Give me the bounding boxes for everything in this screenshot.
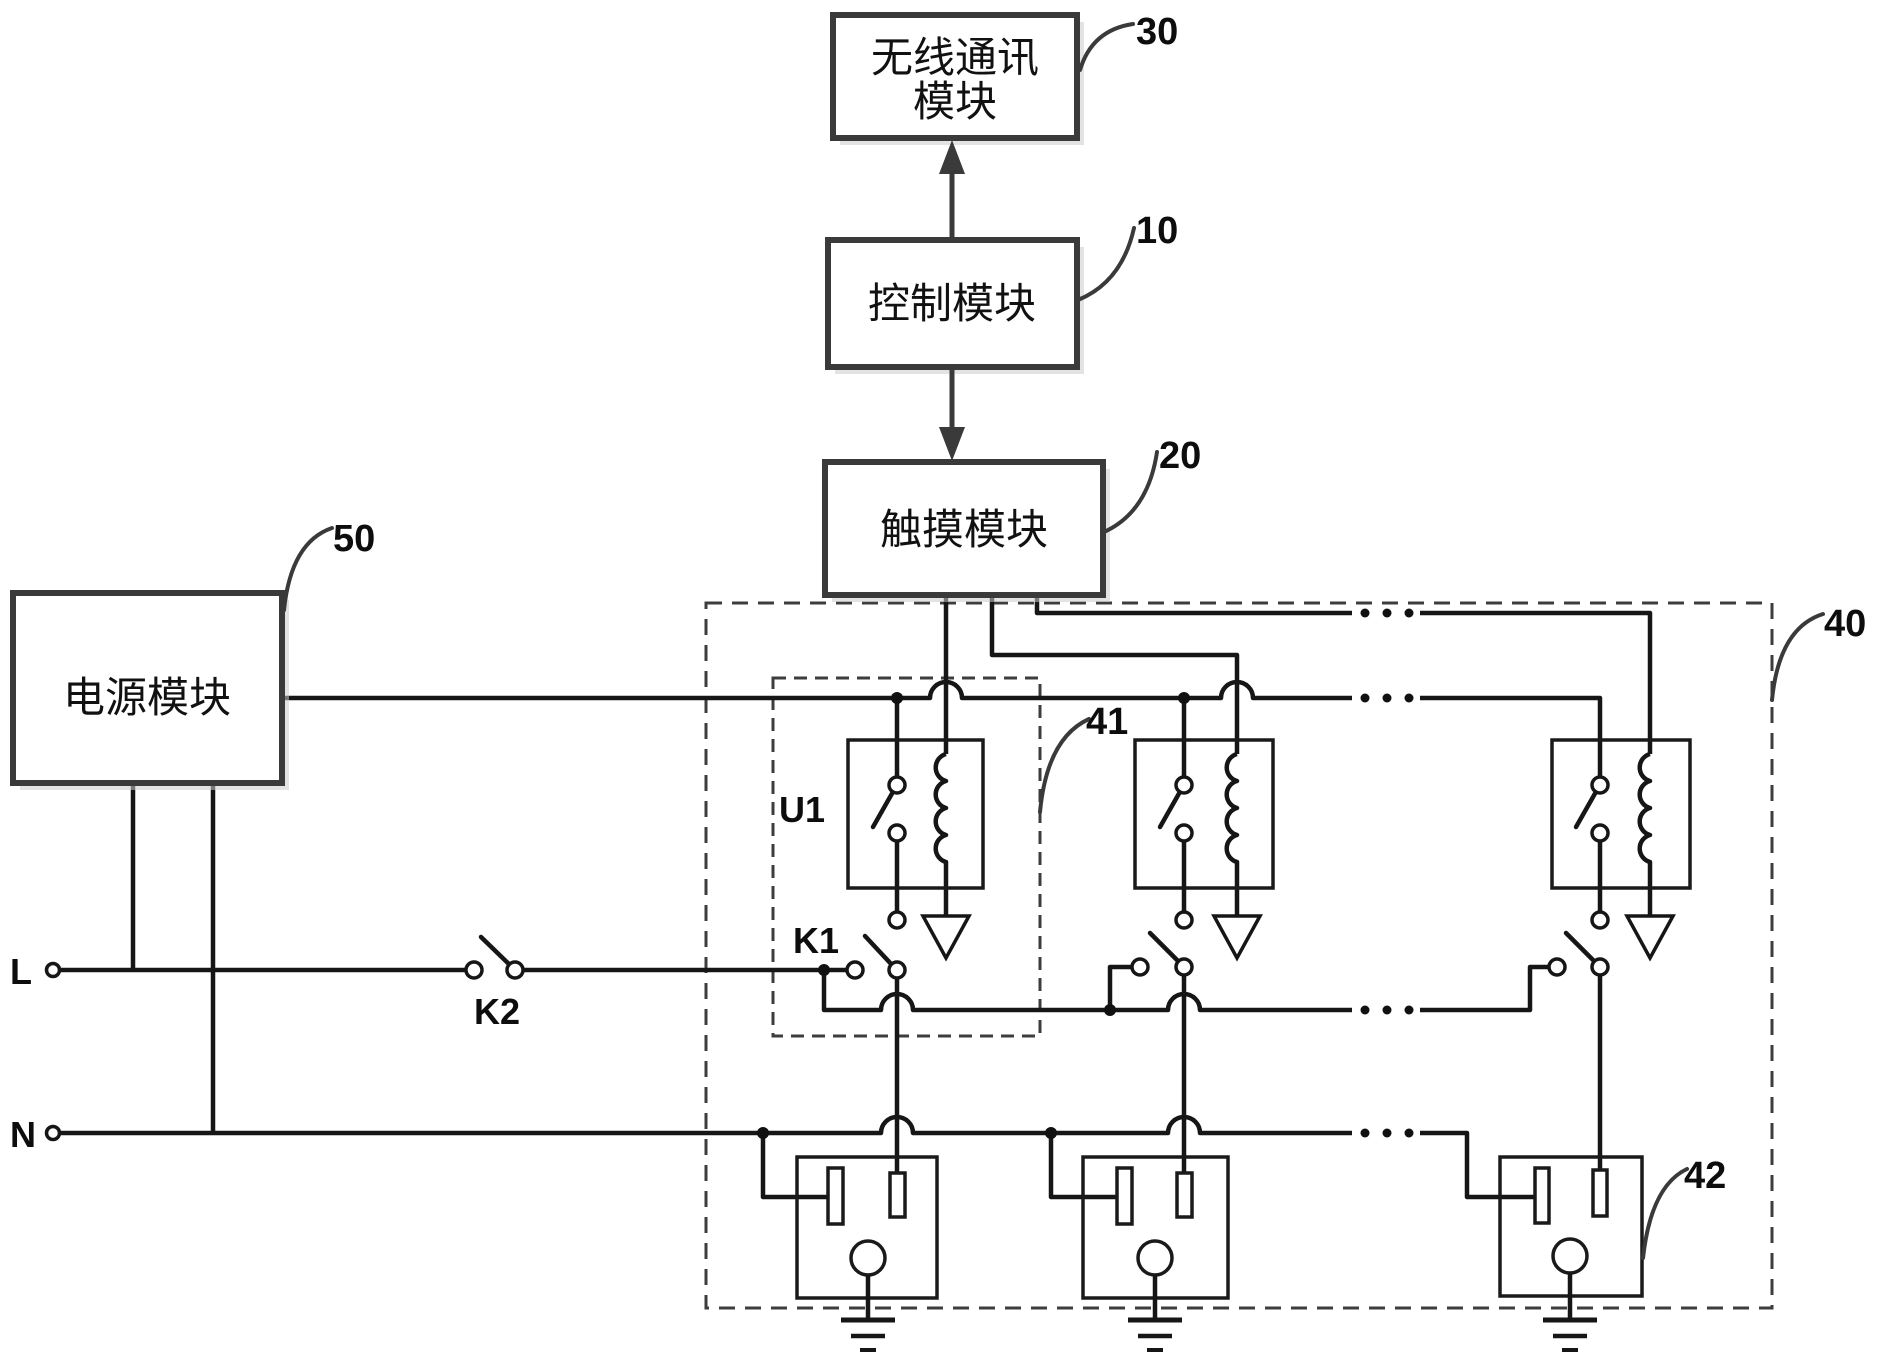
- relay3-k-pivot: [1590, 957, 1610, 977]
- relay1-box: [846, 738, 985, 890]
- control-module-label: 控制模块: [868, 279, 1036, 328]
- relay-label-u1: U1: [779, 789, 825, 830]
- relay2-k-terminal-left: [1130, 957, 1150, 977]
- junction-dot: [757, 1127, 769, 1139]
- relay3-k-switch-blade: [1563, 930, 1599, 966]
- arrow-down-icon: [939, 427, 965, 461]
- relay2-k-pivot: [1174, 957, 1194, 977]
- junction-dot: [1104, 1004, 1116, 1016]
- relay2-live-branch: [1107, 964, 1132, 1010]
- relay2-coil-arrow-icon: [1211, 914, 1263, 962]
- relay-unit-dashed-box: [771, 676, 1042, 1038]
- module-box-control: [825, 237, 1080, 370]
- relay3-k-terminal-left: [1547, 957, 1567, 977]
- leader-20: [1102, 450, 1159, 534]
- relay2-control-wire: [989, 593, 1240, 754]
- arrow-up-icon: [939, 140, 965, 174]
- relay3-coil: [1637, 751, 1653, 916]
- ref-label-50: 50: [333, 518, 375, 560]
- junction-dot: [818, 964, 830, 976]
- relay3-contact-blade: [1573, 787, 1600, 830]
- wireless-module-label-line1: 无线通讯: [871, 33, 1039, 82]
- neutral-wire: [60, 1114, 1352, 1136]
- relay1-coil: [933, 751, 949, 916]
- relay1-contact-bottom: [887, 823, 907, 843]
- relay3-output-terminal: [1590, 910, 1610, 930]
- neutral-terminal: [44, 1124, 62, 1142]
- relay2-coil: [1224, 751, 1240, 916]
- relay2-output-terminal: [1174, 910, 1194, 930]
- ref-label-40: 40: [1824, 603, 1866, 645]
- module-box-touch: [822, 459, 1106, 598]
- power-module-label: 电源模块: [63, 673, 231, 722]
- master-switch-terminal-left: [464, 960, 484, 980]
- live-terminal: [44, 961, 62, 979]
- touch-module-label: 触摸模块: [880, 505, 1048, 554]
- relay1-contact-blade: [870, 787, 897, 830]
- neutral-wire-right: [1420, 1130, 1535, 1200]
- ref-label-42: 42: [1684, 1155, 1726, 1197]
- power-feed-wire: [282, 679, 1352, 701]
- ref-label-41: 41: [1086, 701, 1128, 743]
- junction-dot: [1178, 692, 1190, 704]
- power-feed-wire-right: [1420, 695, 1603, 777]
- relay3-box: [1550, 738, 1692, 890]
- relay3-control-wire-right: [1420, 610, 1653, 754]
- socket1-neutral-branch: [760, 1133, 828, 1200]
- relay2-contact-bottom: [1174, 823, 1194, 843]
- relay1-coil-arrow-icon: [920, 914, 972, 962]
- live-bus-wire: [821, 970, 1352, 1013]
- relay2-contact-blade: [1157, 787, 1184, 830]
- socket-outlet-2: [1081, 1155, 1230, 1352]
- relay1-contact-top: [887, 775, 907, 795]
- junction-dot: [891, 692, 903, 704]
- relay2-box: [1133, 738, 1275, 890]
- socket-outlet-3: [1498, 1155, 1644, 1352]
- relay1-k-terminal-left: [845, 960, 865, 980]
- junction-dot: [1045, 1127, 1057, 1139]
- switch-label-k1: K1: [793, 920, 839, 961]
- relay2-contact-top: [1174, 775, 1194, 795]
- module-box-power: [10, 590, 285, 786]
- leader-50: [282, 526, 334, 612]
- relay1-k-pivot: [887, 960, 907, 980]
- relay3-contact-top: [1590, 775, 1610, 795]
- master-switch-blade: [478, 934, 515, 970]
- leader-41: [1038, 717, 1091, 814]
- leader-40: [1770, 612, 1825, 702]
- socket2-neutral-branch: [1048, 1133, 1117, 1200]
- relay2-k-switch-blade: [1147, 930, 1183, 966]
- ref-label-10: 10: [1136, 210, 1178, 252]
- switch-label-k2: K2: [474, 991, 520, 1032]
- socket-group-dashed-box: [704, 601, 1774, 1310]
- ref-label-30: 30: [1136, 11, 1178, 53]
- leader-42: [1641, 1167, 1689, 1260]
- neutral-line-label: N: [10, 1114, 36, 1155]
- wireless-module-label-line2: 模块: [913, 77, 997, 126]
- continuation-dots: [1360, 608, 1414, 1138]
- master-switch-terminal-right: [505, 960, 525, 980]
- relay3-coil-arrow-icon: [1624, 914, 1676, 962]
- ref-label-20: 20: [1159, 435, 1201, 477]
- relay3-contact-bottom: [1590, 823, 1610, 843]
- socket-outlet-1: [795, 1155, 939, 1352]
- live-bus-wire-right: [1420, 964, 1549, 1013]
- module-box-wireless: [830, 12, 1080, 141]
- leader-30: [1078, 22, 1135, 72]
- leader-10: [1076, 226, 1136, 302]
- relay1-output-terminal: [887, 910, 907, 930]
- relay1-k-switch-blade: [862, 933, 896, 969]
- live-line-label: L: [10, 951, 32, 992]
